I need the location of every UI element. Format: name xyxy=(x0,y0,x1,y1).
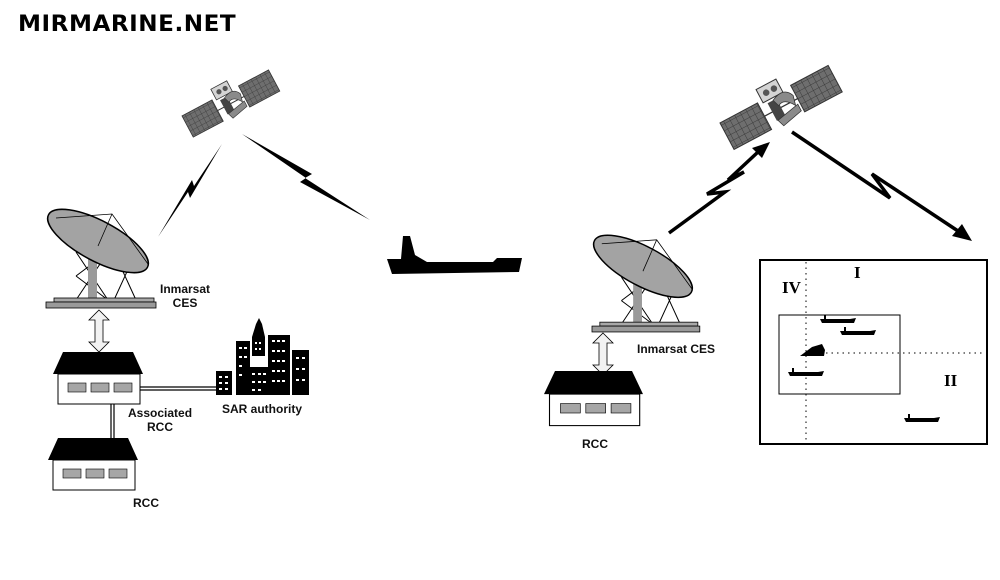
link-arrow-ces-rcc-right xyxy=(592,332,614,376)
site-logo: MIRMARINE.NET xyxy=(18,12,237,37)
inmarsat-ces-dish-left xyxy=(38,196,158,309)
signal-dish-to-satellite xyxy=(158,144,222,237)
ces-label-line2: CES xyxy=(172,296,198,310)
quadrant-label-iv: IV xyxy=(782,278,801,297)
ces-label-line1: Inmarsat xyxy=(160,282,211,296)
link-arrow-ces-associated-rcc xyxy=(88,309,110,353)
link-associated-rcc-sar xyxy=(140,386,218,391)
rcc-building-left xyxy=(47,437,139,491)
satellite-right xyxy=(713,53,845,153)
satellite-left xyxy=(176,60,282,140)
associated-rcc-line2: RCC xyxy=(147,420,174,434)
rcc-label-left: RCC xyxy=(133,496,159,510)
signal-ces-to-satellite xyxy=(667,142,770,235)
signal-satellite-to-ship xyxy=(242,134,370,220)
associated-rcc-line1: Associated xyxy=(128,406,193,420)
associated-rcc-label: Associated RCC xyxy=(128,406,192,434)
search-area-plot xyxy=(759,259,988,445)
associated-rcc-building xyxy=(52,351,144,405)
link-associated-rcc-rcc xyxy=(110,404,115,440)
distressed-ship-icon xyxy=(800,344,825,356)
rcc-building-right xyxy=(543,370,644,427)
inmarsat-ces-label-left: Inmarsat CES xyxy=(160,282,210,310)
inmarsat-ces-label-right: Inmarsat CES xyxy=(637,342,716,356)
sar-authority-buildings xyxy=(216,318,309,395)
inmarsat-ces-dish-right xyxy=(584,222,702,333)
sar-authority-label: SAR authority xyxy=(222,402,303,416)
quadrant-label-i: I xyxy=(854,263,861,282)
ship-in-distress xyxy=(387,236,522,274)
quadrant-label-ii: II xyxy=(944,371,958,390)
rcc-label-right: RCC xyxy=(582,437,608,451)
signal-satellite-to-search-area xyxy=(791,130,972,241)
